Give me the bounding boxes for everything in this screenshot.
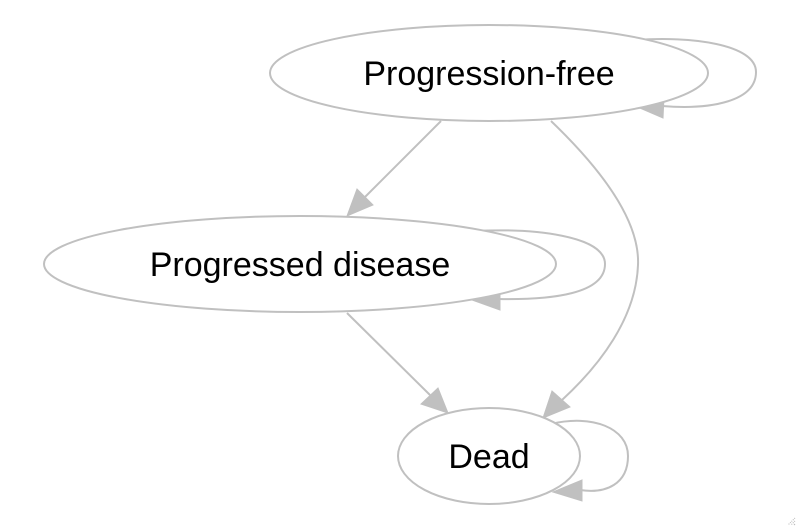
edge-progression-free-to-dead [542, 120, 640, 419]
arrowhead-icon [542, 390, 571, 419]
node-label-progression-free: Progression-free [363, 55, 614, 93]
resize-grip-icon[interactable] [786, 516, 796, 526]
node-progressed-disease: Progressed disease [43, 215, 557, 313]
edge-progressed-disease-to-dead [346, 312, 449, 414]
arrowhead-icon [346, 188, 374, 217]
node-dead: Dead [397, 407, 581, 505]
node-progression-free: Progression-free [269, 24, 709, 122]
arrowhead-icon [420, 387, 449, 414]
node-label-progressed-disease: Progressed disease [150, 246, 451, 284]
edge-dead-to-dead [550, 419, 630, 502]
node-label-dead: Dead [448, 438, 529, 476]
edge-progression-free-to-progressed-disease [346, 120, 442, 217]
arrowhead-icon [551, 479, 583, 502]
